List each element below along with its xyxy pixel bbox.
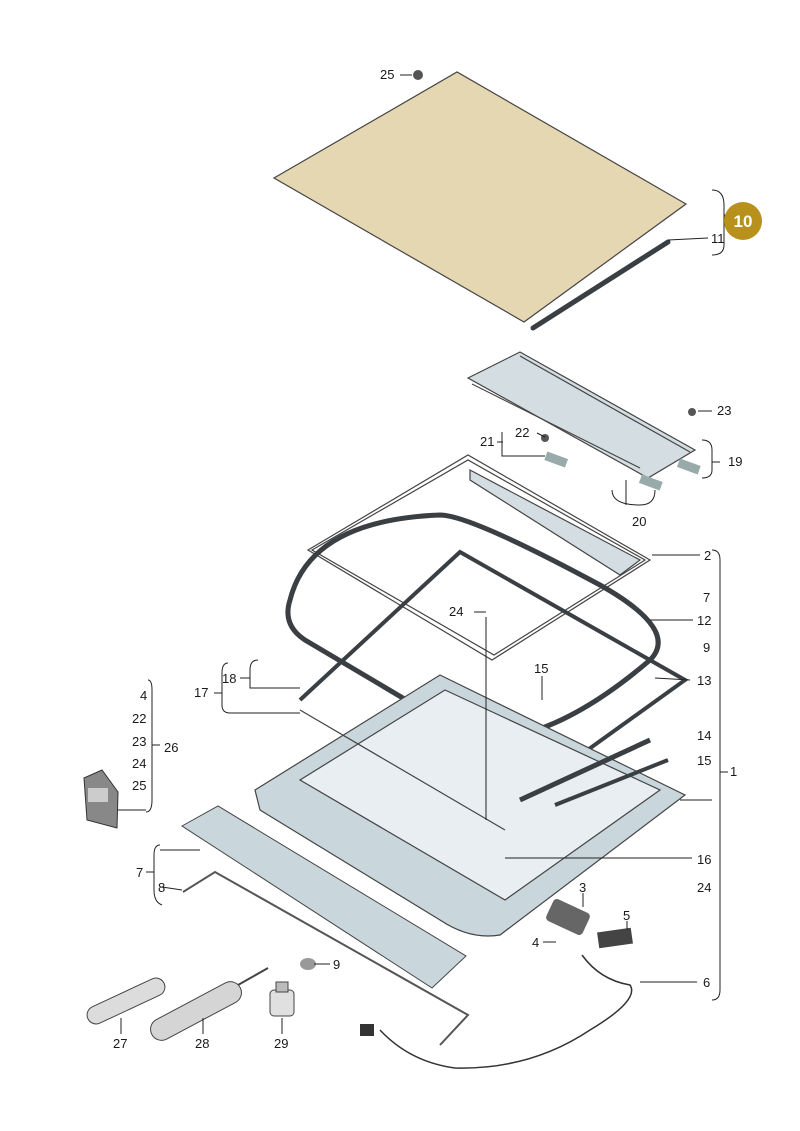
callout-25: 25	[380, 67, 394, 82]
callout-23: 23	[717, 403, 731, 418]
callout-19: 19	[728, 454, 742, 469]
callout-29: 29	[274, 1036, 288, 1051]
sunshade-panel	[181, 805, 467, 989]
callout-5: 5	[623, 908, 630, 923]
callout-12: 12	[697, 613, 711, 628]
seal-part-13	[298, 549, 689, 802]
leader-lines	[118, 410, 728, 1034]
callout-22: 22	[132, 711, 146, 726]
callout-15: 15	[697, 753, 711, 768]
callout-14: 14	[697, 728, 711, 743]
roof-base-frame	[254, 674, 687, 937]
sunroof-frame	[306, 454, 652, 661]
callout-23: 23	[132, 734, 146, 749]
callout-20: 20	[632, 514, 646, 529]
callout-26: 26	[164, 740, 178, 755]
callout-11: 11	[711, 231, 725, 246]
callout-10: 10	[734, 212, 753, 231]
seal-part-11	[530, 239, 671, 331]
cable-part-6	[379, 954, 633, 1069]
badge-10	[724, 202, 762, 240]
bottle-part-29	[269, 981, 295, 1017]
callout-22: 22	[515, 425, 529, 440]
deflector-assembly	[466, 351, 697, 479]
glass-panel	[272, 71, 688, 323]
callout-2: 2	[704, 548, 711, 563]
motor-part-3	[546, 898, 590, 936]
callout-8: 8	[158, 880, 165, 895]
cartridge-part-28	[150, 967, 269, 1041]
screw-part-25	[400, 70, 423, 80]
callout-15: 15	[534, 661, 548, 676]
callout-16: 16	[697, 852, 711, 867]
callout-18: 18	[222, 671, 236, 686]
callout-24: 24	[697, 880, 711, 895]
callout-4: 4	[140, 688, 147, 703]
callout-24: 24	[132, 756, 146, 771]
callout-27: 27	[113, 1036, 127, 1051]
callout-1: 1	[730, 764, 737, 779]
module-part-5	[597, 927, 633, 949]
sealant-pack-part-26	[83, 769, 119, 829]
strip-part-8	[182, 870, 470, 1046]
callout-21: 21	[480, 434, 494, 449]
callout-24: 24	[449, 604, 463, 619]
callout-4: 4	[532, 935, 539, 950]
callout-7: 7	[136, 865, 143, 880]
callout-9: 9	[703, 640, 710, 655]
callout-13: 13	[697, 673, 711, 688]
callout-7: 7	[703, 590, 710, 605]
callout-labels: 25 10 11 23 21 22 19 20 2 7 24 12 9 15 1…	[113, 67, 752, 1051]
callout-6: 6	[703, 975, 710, 990]
callout-25: 25	[132, 778, 146, 793]
callout-28: 28	[195, 1036, 209, 1051]
tube-part-27	[86, 977, 166, 1025]
callout-17: 17	[194, 685, 208, 700]
callout-9: 9	[333, 957, 340, 972]
callout-3: 3	[579, 880, 586, 895]
